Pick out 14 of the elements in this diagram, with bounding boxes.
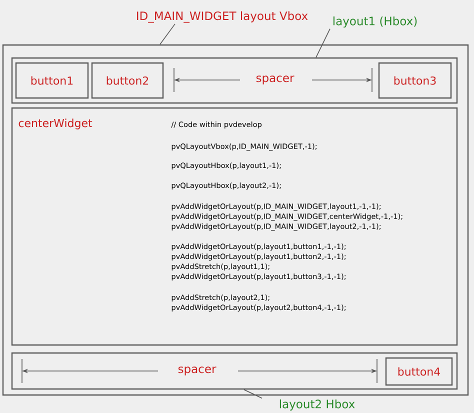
button: button3 [378, 62, 452, 99]
layout-label: layout1 (Hbox) [333, 16, 417, 28]
layout-label: ID_MAIN_WIDGET layout Vbox [137, 11, 308, 23]
button: button4 [385, 357, 453, 386]
widget-panel [11, 107, 458, 346]
spacer-label: spacer [256, 76, 294, 84]
leader-line [160, 24, 176, 45]
leader-line [316, 28, 330, 58]
leader-line [244, 389, 262, 399]
button: button2 [91, 62, 164, 99]
button: button1 [15, 62, 89, 99]
panel-title: centerWidget [18, 118, 92, 130]
layout-label: layout2 Hbox [280, 399, 355, 411]
spacer-label: spacer [178, 366, 216, 376]
